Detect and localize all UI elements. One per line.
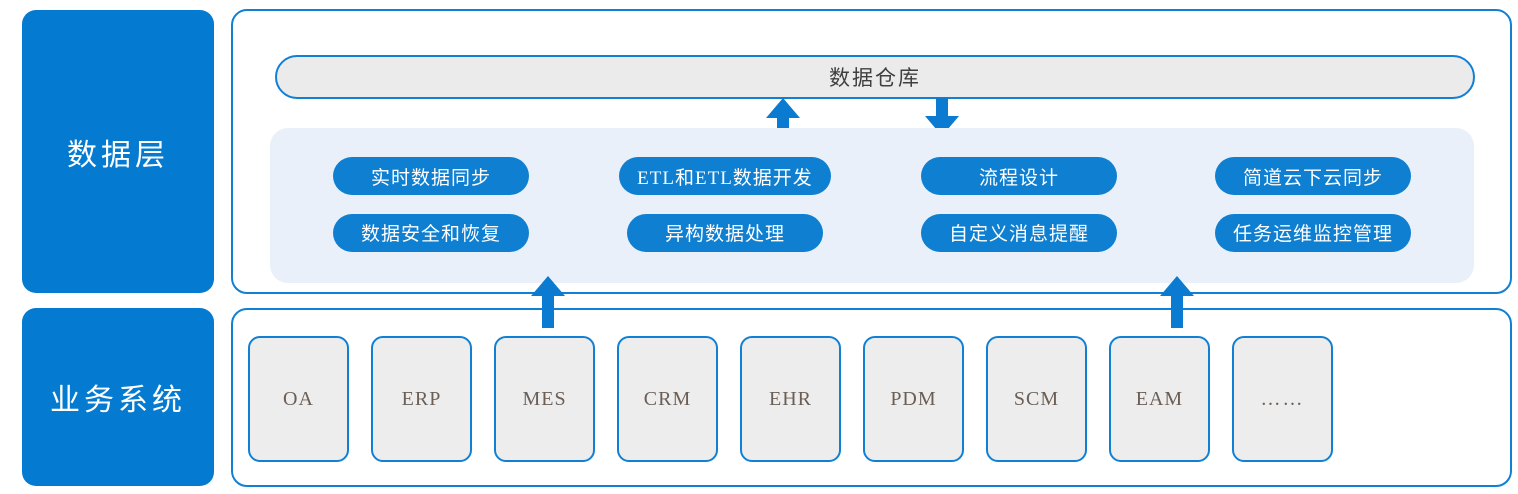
system-box-more[interactable]: …… xyxy=(1232,336,1333,462)
arrow-up-shaft xyxy=(542,295,554,328)
system-box-mes[interactable]: MES xyxy=(494,336,595,462)
arrow-up-head-icon xyxy=(531,276,565,296)
capability-pill-label: 实时数据同步 xyxy=(370,167,491,189)
arrow-up-head-icon xyxy=(766,98,800,118)
capability-pill-label: 流程设计 xyxy=(978,167,1059,189)
system-box-label: CRM xyxy=(643,387,692,410)
capability-pill[interactable]: 实时数据同步 xyxy=(333,157,529,196)
system-box-scm[interactable]: SCM xyxy=(986,336,1087,462)
arrow-up-shaft xyxy=(1171,295,1183,328)
capability-pill[interactable]: ETL和ETL数据开发 xyxy=(619,157,831,196)
layer-label-business: 业务系统 xyxy=(22,308,214,486)
capability-pill-label: ETL和ETL数据开发 xyxy=(637,167,813,189)
system-box-label: …… xyxy=(1260,387,1305,410)
arrow-ingest-left xyxy=(531,276,565,328)
system-box-label: EAM xyxy=(1135,387,1184,410)
layer-label-business-text: 业务系统 xyxy=(50,384,186,417)
capability-pill[interactable]: 自定义消息提醒 xyxy=(921,213,1117,252)
capability-pill-label: 异构数据处理 xyxy=(664,224,785,246)
layer-label-data: 数据层 xyxy=(22,10,214,293)
system-box-erp[interactable]: ERP xyxy=(371,336,472,462)
system-box-eam[interactable]: EAM xyxy=(1109,336,1210,462)
capability-panel: 实时数据同步 ETL和ETL数据开发 流程设计 简道云下云同步 数据安全和恢复 … xyxy=(270,128,1474,283)
capability-pill[interactable]: 简道云下云同步 xyxy=(1215,157,1411,196)
data-warehouse-label: 数据仓库 xyxy=(829,66,921,90)
business-system-row: OA ERP MES CRM EHR PDM SCM EAM …… xyxy=(248,336,1491,462)
capability-pill-label: 简道云下云同步 xyxy=(1242,167,1383,189)
arrow-up-head-icon xyxy=(1160,276,1194,296)
capability-pill-label: 数据安全和恢复 xyxy=(360,224,501,246)
system-box-pdm[interactable]: PDM xyxy=(863,336,964,462)
capability-pill-label: 自定义消息提醒 xyxy=(948,224,1089,246)
layer-label-data-text: 数据层 xyxy=(67,138,169,172)
capability-pill[interactable]: 任务运维监控管理 xyxy=(1214,213,1411,252)
capability-pill[interactable]: 异构数据处理 xyxy=(627,213,823,252)
capability-pill-label: 任务运维监控管理 xyxy=(1232,224,1393,246)
system-box-label: PDM xyxy=(890,387,937,410)
arrow-down-shaft xyxy=(936,98,948,117)
capability-pill[interactable]: 流程设计 xyxy=(921,157,1117,196)
system-box-label: ERP xyxy=(401,387,442,410)
data-warehouse-bar[interactable]: 数据仓库 xyxy=(275,55,1475,99)
system-box-label: OA xyxy=(283,387,314,410)
system-box-ehr[interactable]: EHR xyxy=(740,336,841,462)
system-box-label: EHR xyxy=(769,387,812,410)
system-box-crm[interactable]: CRM xyxy=(617,336,718,462)
capability-pill[interactable]: 数据安全和恢复 xyxy=(333,213,529,252)
system-box-label: MES xyxy=(522,387,567,410)
capability-grid: 实时数据同步 ETL和ETL数据开发 流程设计 简道云下云同步 数据安全和恢复 … xyxy=(270,128,1474,283)
system-box-label: SCM xyxy=(1013,387,1060,410)
arrow-ingest-right xyxy=(1160,276,1194,328)
system-box-oa[interactable]: OA xyxy=(248,336,349,462)
